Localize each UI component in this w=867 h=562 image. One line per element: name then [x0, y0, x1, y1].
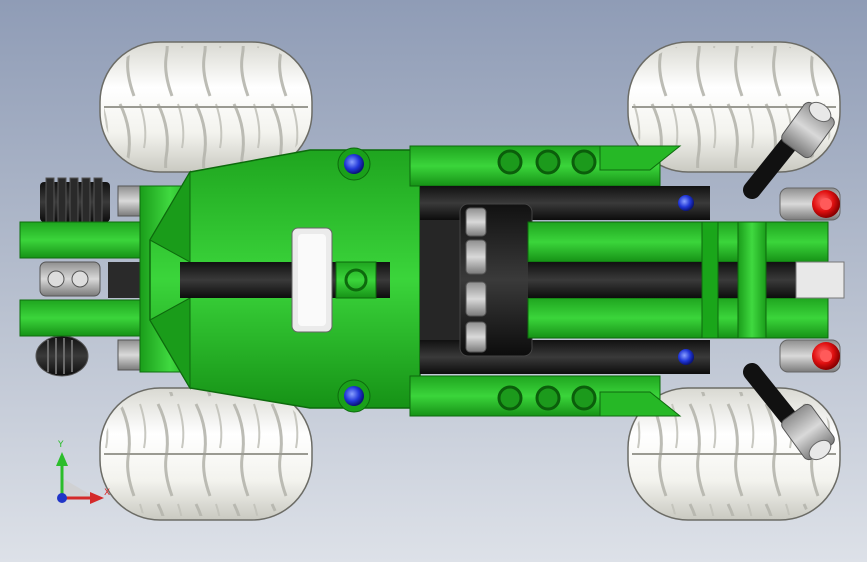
wheel-rear-left[interactable] — [99, 387, 313, 521]
center-beam — [527, 221, 845, 339]
beam-holes-bottom — [497, 385, 597, 411]
beam-holes-top — [497, 149, 597, 175]
left-gear-assembly — [35, 177, 110, 377]
body-pin-bottom — [337, 379, 371, 413]
left-bumper-beam — [19, 221, 146, 337]
body-pin-top — [337, 147, 371, 181]
triad-x-label: X — [104, 488, 111, 498]
triad-y-label: Y — [58, 440, 64, 450]
coordinate-triad — [56, 452, 104, 504]
front-frame[interactable] — [409, 145, 682, 417]
headlight-top[interactable] — [779, 187, 841, 221]
exhaust-top — [743, 101, 835, 199]
center-connector — [335, 261, 377, 299]
suspension-linkage — [420, 186, 710, 374]
wheel-front-left[interactable] — [99, 41, 313, 173]
front-pins — [678, 195, 694, 365]
main-body-shell[interactable] — [139, 149, 421, 409]
headlight-bottom[interactable] — [779, 339, 841, 373]
exhaust-bottom — [743, 363, 835, 461]
